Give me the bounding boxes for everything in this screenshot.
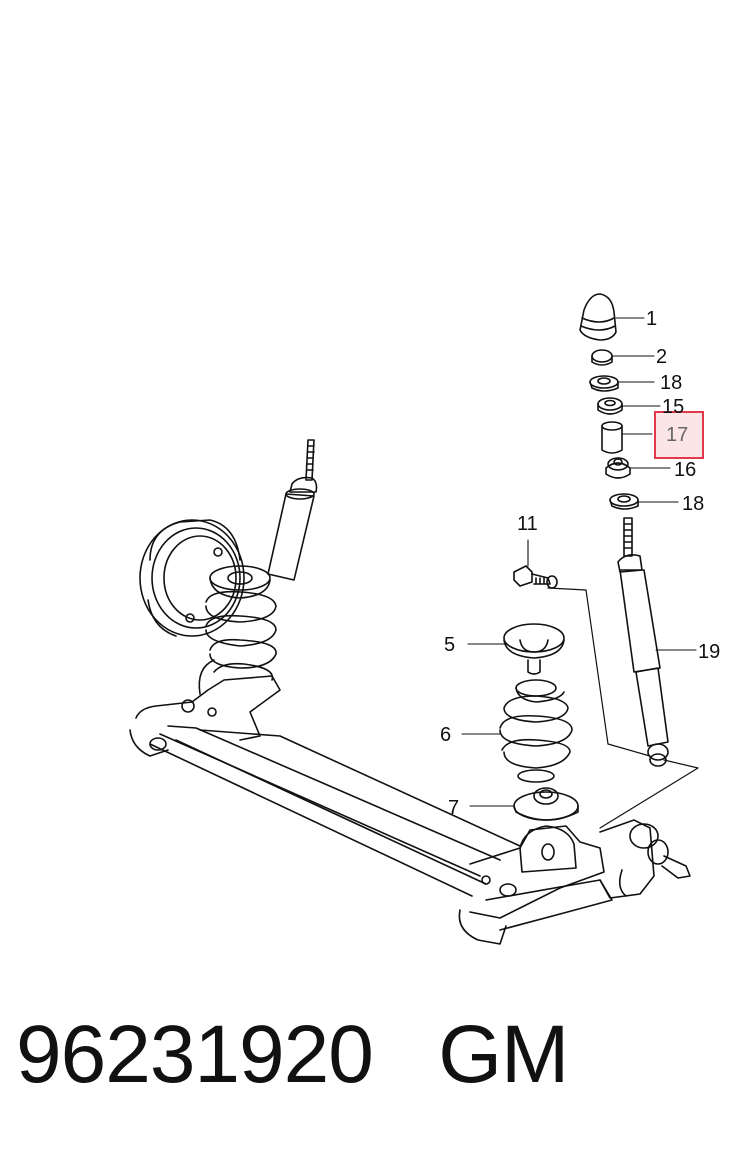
brand-name: GM [438,1009,569,1100]
bushing-part-16 [605,457,631,479]
callout-17: 17 [666,424,689,446]
washer-part-18-upper [589,375,619,392]
rear-axle-beam [129,659,691,945]
spacer-tube-part-17 [601,421,623,454]
callout-18-lower: 18 [682,493,705,515]
highlighted-part-box [654,411,704,459]
spring-pad-part-7 [513,787,579,821]
callout-19: 19 [698,641,721,663]
callout-2: 2 [656,346,668,368]
callout-6: 6 [440,724,452,746]
nut-part-2 [591,349,613,366]
callout-11: 11 [517,513,538,535]
callout-16: 16 [674,459,697,481]
coil-spring-part-6 [499,679,573,783]
callout-1: 1 [646,308,658,330]
shock-absorber-part-19 [617,517,669,767]
washer-part-18-lower [609,493,639,510]
callout-leader-lines [461,317,697,807]
callout-18-upper: 18 [660,372,683,394]
left-wheel-hub [139,519,245,637]
left-shock-absorber [267,439,318,581]
bump-stop-part-1 [579,293,617,341]
bushing-part-15 [597,397,623,415]
callout-7: 7 [448,797,460,819]
callout-15: 15 [662,396,685,418]
bolt-part-11 [513,565,558,589]
part-caption: 96231920 GM [16,1009,569,1100]
part-number: 96231920 [16,1009,374,1100]
left-coil-spring [205,565,277,681]
assembly-guide-lines [547,587,699,829]
callout-5: 5 [444,634,456,656]
spring-seat-part-5 [503,623,565,675]
